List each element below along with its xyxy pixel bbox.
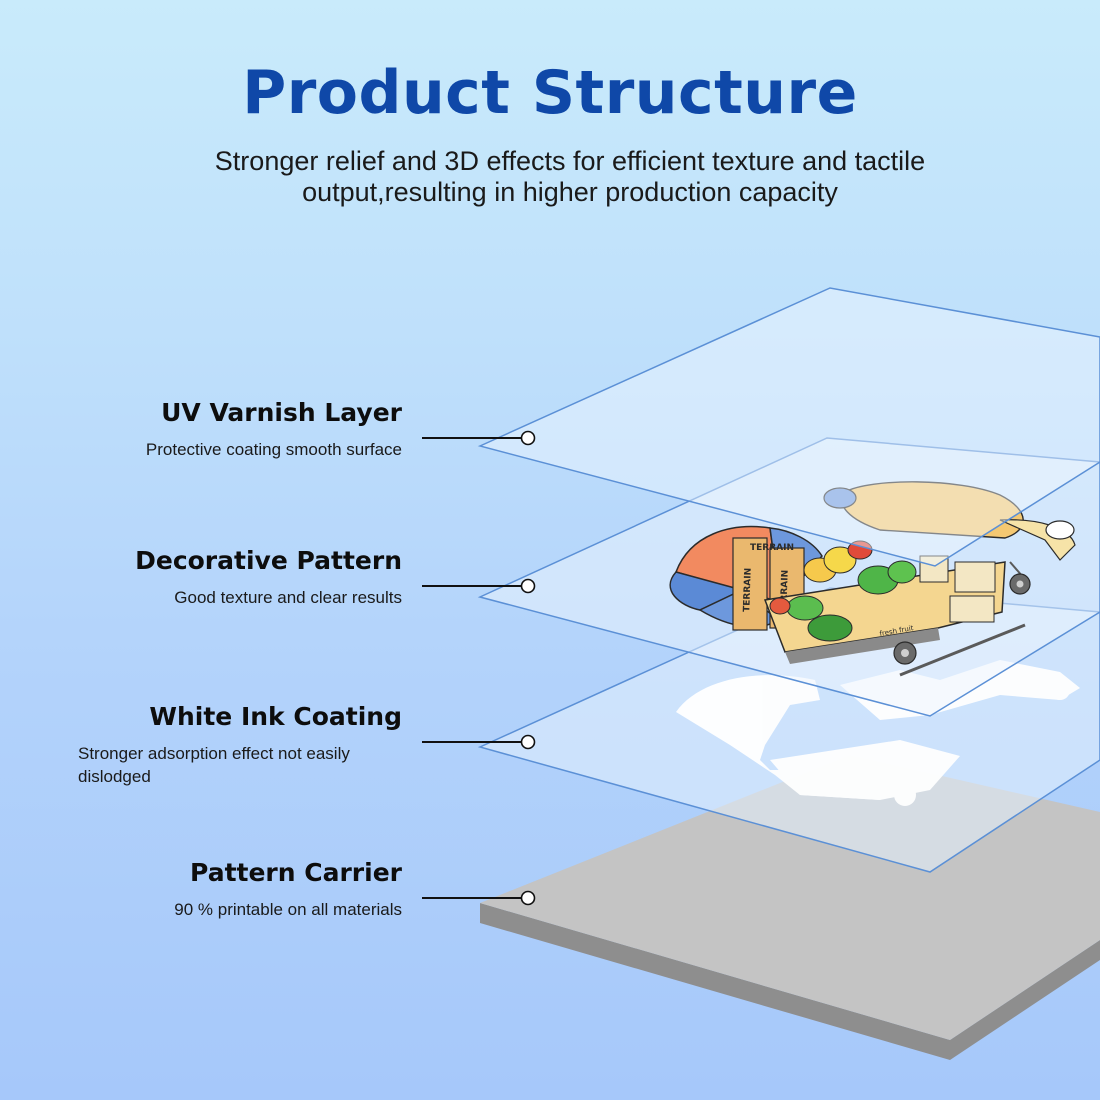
layer-description: 90 % printable on all materials	[174, 900, 402, 919]
hotdog-character	[823, 481, 1076, 677]
page-title: Product Structure	[242, 58, 858, 128]
uv-varnish-sheet	[477, 287, 1100, 567]
fruit-pile: fresh fruit	[769, 540, 996, 642]
layer-label-decorative-pattern: Decorative Pattern Good texture and clea…	[60, 546, 402, 609]
leader-dot-white-ink	[520, 734, 536, 750]
leader-dot-uv	[520, 430, 536, 446]
leader-lines	[422, 430, 536, 906]
page-subtitle: Stronger relief and 3D effects for effic…	[214, 146, 926, 207]
layer-label-pattern-carrier: Pattern Carrier 90 % printable on all ma…	[60, 858, 402, 921]
layer-name: Decorative Pattern	[135, 546, 402, 575]
layer-label-uv-varnish: UV Varnish Layer Protective coating smoo…	[60, 398, 402, 461]
sign-text-middle: TERRAIN	[779, 570, 791, 614]
leader-dot-carrier	[520, 890, 536, 906]
fruit-cart-artwork: TERRAIN TERRAIN TERRAIN fr	[669, 481, 1076, 677]
layer-name: Pattern Carrier	[190, 858, 402, 887]
decorative-pattern-sheet: TERRAIN TERRAIN TERRAIN fr	[477, 437, 1100, 717]
layer-description: Stronger adsorption effect not easily di…	[78, 744, 350, 786]
cart-signs: TERRAIN TERRAIN TERRAIN	[732, 537, 805, 631]
leader-dot-pattern	[520, 578, 536, 594]
sign-text-top: TERRAIN	[750, 543, 794, 553]
layer-description: Protective coating smooth surface	[145, 440, 402, 459]
layer-name: UV Varnish Layer	[161, 398, 402, 427]
layer-label-white-ink-coating: White Ink Coating Stronger adsorption ef…	[60, 702, 402, 788]
layer-name: White Ink Coating	[149, 702, 402, 731]
sign-text-left: TERRAIN	[742, 568, 754, 612]
layer-description: Good texture and clear results	[174, 588, 402, 607]
